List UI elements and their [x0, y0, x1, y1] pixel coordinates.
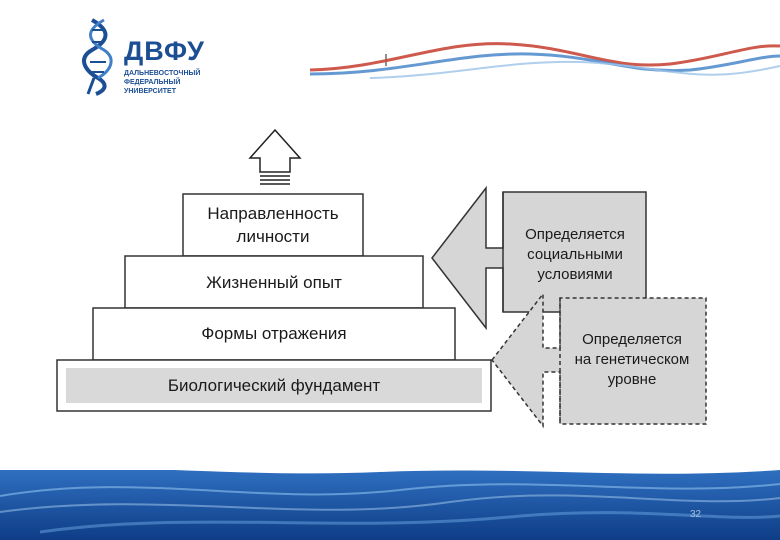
logo-title: ДВФУ [124, 36, 205, 66]
tier-base: Биологический фундамент [56, 359, 492, 412]
dvfu-logo: ДВФУ ДАЛЬНЕВОСТОЧНЫЙ ФЕДЕРАЛЬНЫЙ УНИВЕРС… [80, 16, 230, 96]
genetic-callout-line-1: Определяется [582, 331, 682, 348]
dna-emblem-icon [82, 18, 113, 96]
tier-base-label: Биологический фундамент [168, 376, 381, 395]
social-conditions-callout: Определяется социальными условиями [431, 185, 647, 331]
tier-top: Направленность личности [182, 193, 364, 257]
tier-top-label-line-2: личности [237, 227, 310, 246]
tier-second: Жизненный опыт [124, 255, 424, 309]
logo-subtitle-line-1: ДАЛЬНЕВОСТОЧНЫЙ [124, 70, 201, 77]
genetic-level-callout: Определяется на генетическом уровне [491, 291, 707, 429]
upward-arrow-icon [248, 128, 302, 185]
tier-second-label: Жизненный опыт [206, 273, 342, 292]
tier-third: Формы отражения [92, 307, 456, 361]
header-waves [310, 42, 780, 79]
social-callout-line-1: Определяется [525, 226, 625, 243]
genetic-callout-line-3: уровне [608, 371, 657, 388]
social-callout-line-3: условиями [537, 266, 612, 283]
footer-wave-band [0, 462, 780, 540]
tier-top-label-line-1: Направленность [207, 204, 338, 223]
logo-subtitle-line-2: ФЕДЕРАЛЬНЫЙ [124, 79, 181, 86]
logo-subtitle-line-3: УНИВЕРСИТЕТ [124, 88, 176, 95]
genetic-callout-line-2: на генетическом [575, 351, 690, 368]
social-callout-line-2: социальными [527, 246, 623, 263]
tier-third-label: Формы отражения [201, 324, 346, 343]
page-number: 32 [690, 509, 702, 520]
